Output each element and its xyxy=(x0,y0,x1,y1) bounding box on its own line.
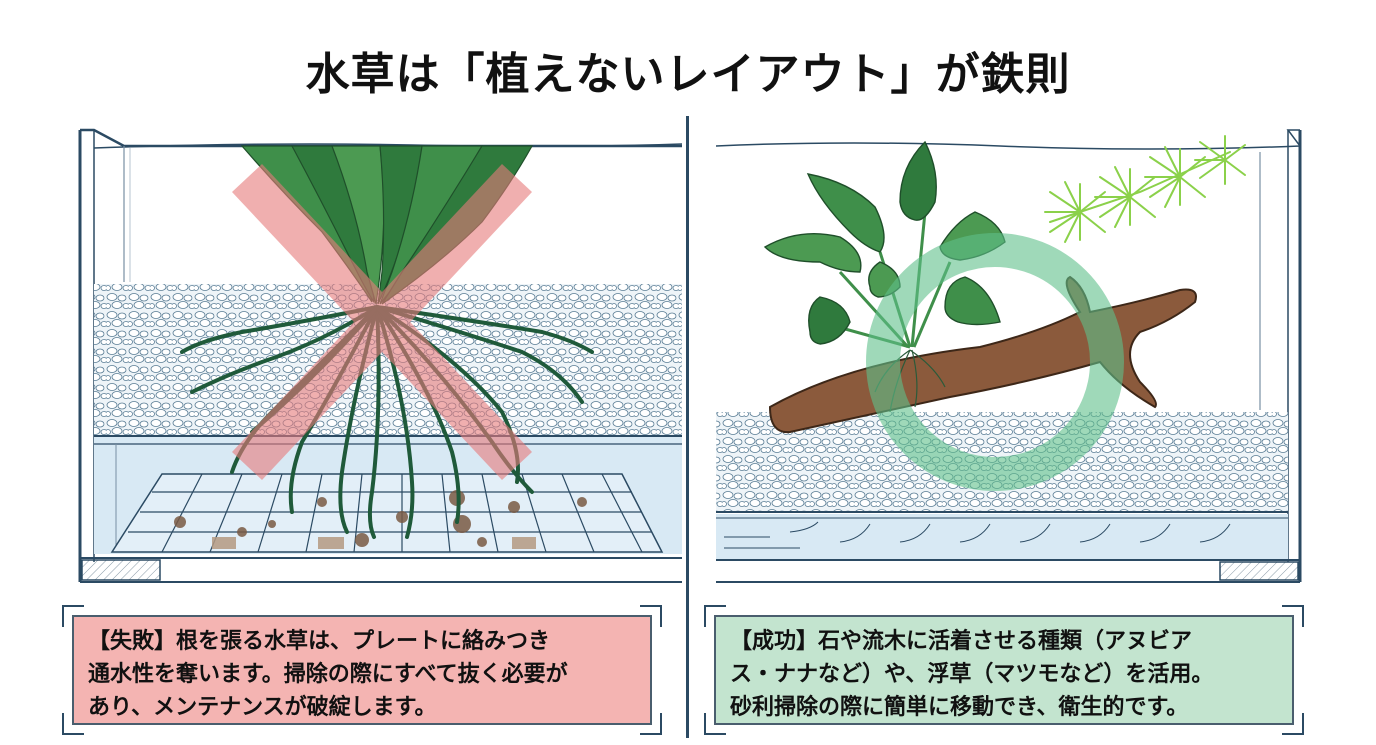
corner-bracket xyxy=(704,605,726,627)
caption-line: 【成功】石や流木に活着させる種類（アヌビア xyxy=(730,629,1193,654)
corner-bracket xyxy=(640,713,662,735)
caption-line: ス・ナナなど）や、浮草（マツモなど）を活用。 xyxy=(730,662,1214,687)
corner-bracket xyxy=(704,713,726,735)
corner-bracket xyxy=(1282,605,1304,627)
caption-line: あり、メンテナンスが破綻します。 xyxy=(88,695,437,720)
corner-bracket xyxy=(62,713,84,735)
failure-caption: 【失敗】根を張る水草は、プレートに絡みつき 通水性を奪います。掃除の際にすべて抜… xyxy=(72,615,652,725)
caption-line: 【失敗】根を張る水草は、プレートに絡みつき xyxy=(88,629,551,654)
failure-illustration xyxy=(62,112,682,597)
page-title: 水草は「植えないレイアウト」が鉄則 xyxy=(305,49,1071,100)
corner-bracket xyxy=(62,605,84,627)
caption-line: 通水性を奪います。掃除の際にすべて抜く必要が xyxy=(88,662,568,687)
success-illustration xyxy=(700,112,1320,597)
corner-bracket xyxy=(640,605,662,627)
center-divider xyxy=(686,116,689,738)
success-caption-frame: 【成功】石や流木に活着させる種類（アヌビア ス・ナナなど）や、浮草（マツモなど）… xyxy=(704,605,1304,735)
caption-line: 砂利掃除の際に簡単に移動でき、衛生的です。 xyxy=(730,695,1189,720)
corner-bracket xyxy=(1282,713,1304,735)
failure-caption-frame: 【失敗】根を張る水草は、プレートに絡みつき 通水性を奪います。掃除の際にすべて抜… xyxy=(62,605,662,735)
success-caption: 【成功】石や流木に活着させる種類（アヌビア ス・ナナなど）や、浮草（マツモなど）… xyxy=(714,615,1294,725)
